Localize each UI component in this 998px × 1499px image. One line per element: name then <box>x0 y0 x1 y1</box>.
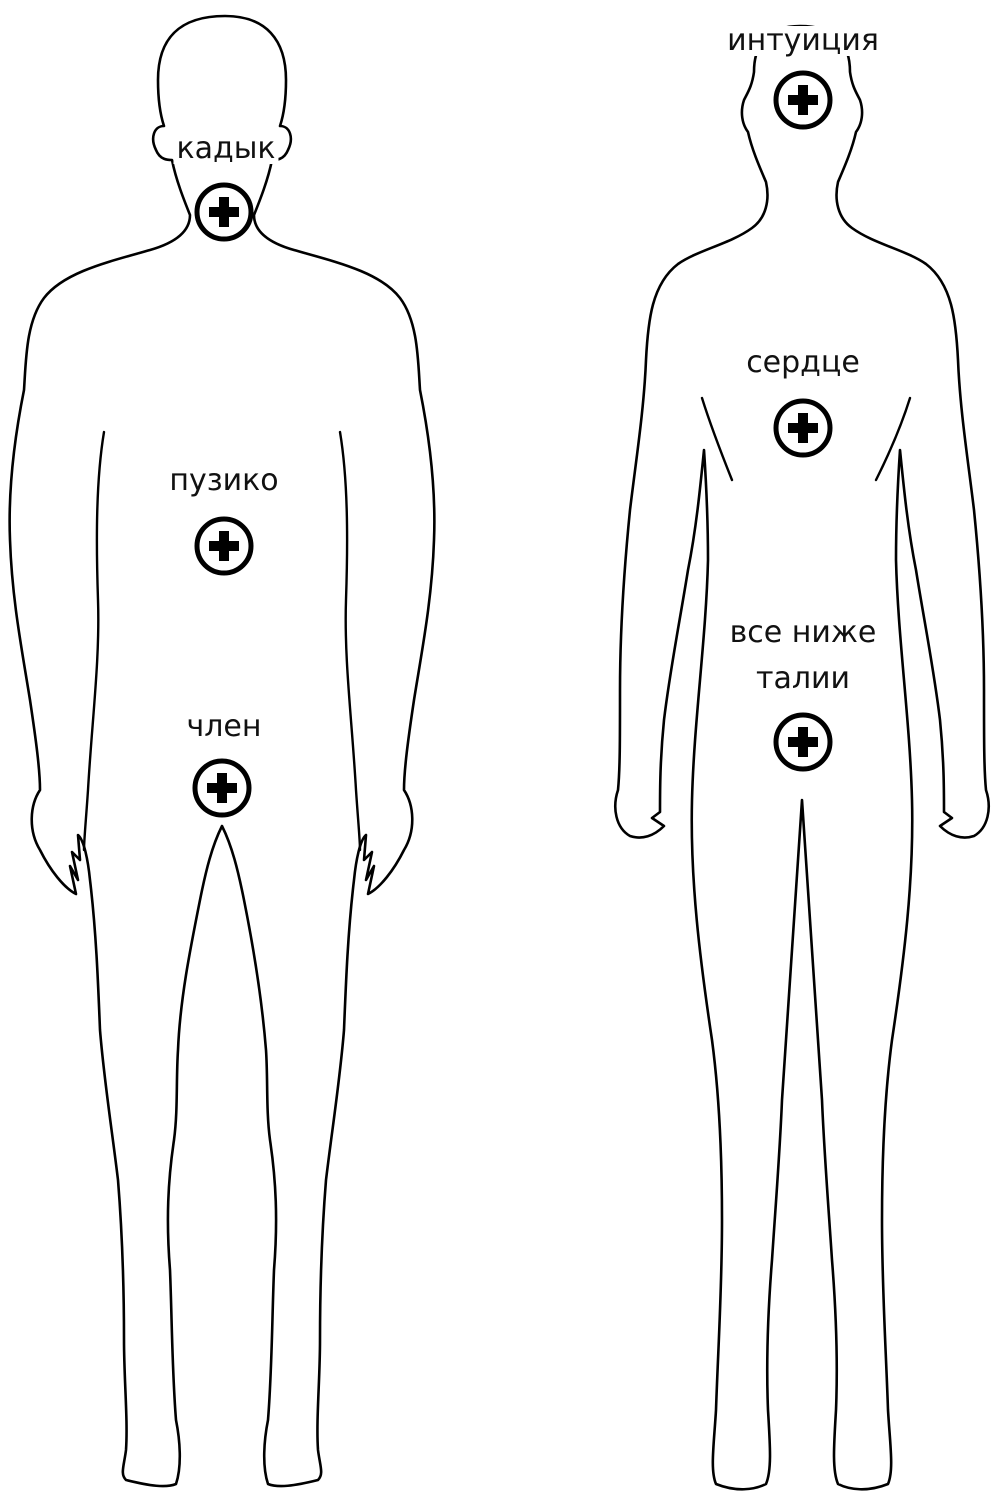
label-male-groin: член <box>184 712 265 742</box>
plus-circle-icon[interactable] <box>197 519 251 573</box>
label-male-belly: пузико <box>166 466 281 496</box>
plus-circle-icon[interactable] <box>776 715 830 769</box>
label-female-below-waist: все ниже талии <box>715 610 891 702</box>
plus-circle-icon[interactable] <box>195 761 249 815</box>
label-male-throat: кадык <box>173 134 278 164</box>
plus-circle-icon[interactable] <box>776 73 830 127</box>
plus-circle-icon[interactable] <box>197 185 251 239</box>
label-female-intuition: интуиция <box>724 26 882 56</box>
plus-circle-icon[interactable] <box>776 401 830 455</box>
label-female-heart: сердце <box>743 348 863 378</box>
